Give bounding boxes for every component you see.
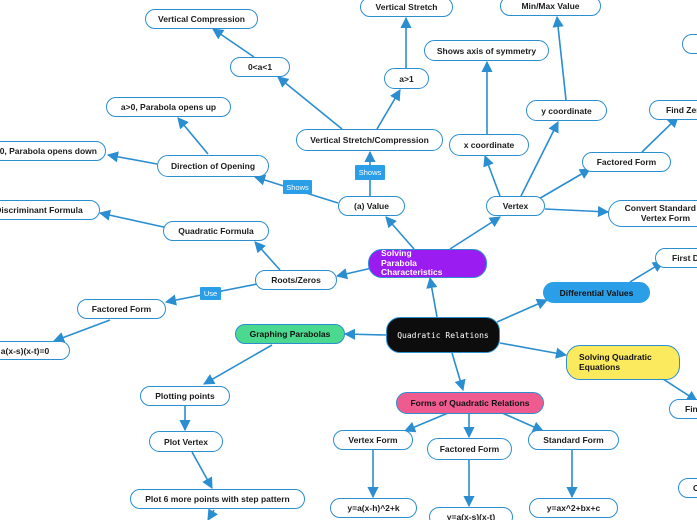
- node-direction-of-opening[interactable]: Direction of Opening: [157, 155, 269, 177]
- node-find-zeros[interactable]: Find Zeros: [649, 100, 697, 120]
- node-solving-parabola[interactable]: Solving Parabola Characteristics: [368, 248, 487, 278]
- edge-forms-vertexform: [403, 412, 449, 433]
- node-vertex-form[interactable]: Vertex Form: [333, 430, 413, 450]
- node-plotting-points[interactable]: Plotting points: [140, 386, 230, 406]
- node-plot-6-points[interactable]: Plot 6 more points with step pattern: [130, 489, 305, 509]
- edge-vertex-factored: [536, 168, 591, 201]
- node-standard-form[interactable]: Standard Form: [528, 430, 619, 450]
- node-c-right[interactable]: C: [678, 478, 697, 498]
- node-standard-equation[interactable]: y=ax^2+bx+c: [529, 498, 618, 518]
- node-y-coordinate[interactable]: y coordinate: [526, 100, 607, 121]
- node-opens-up[interactable]: a>0, Parabola opens up: [106, 97, 231, 117]
- edge-forms-standard: [499, 411, 545, 433]
- node-plot-vertex[interactable]: Plot Vertex: [149, 431, 223, 452]
- edge-factored-zero: [52, 319, 111, 343]
- node-partial-top-right[interactable]: [682, 34, 697, 54]
- node-convert-standard[interactable]: Convert Standard to Vertex Form: [608, 200, 697, 227]
- node-differential-values[interactable]: Differential Values: [543, 282, 650, 303]
- node-axis-of-symmetry[interactable]: Shows axis of symmetry: [424, 40, 549, 61]
- node-quadratic-formula[interactable]: Quadratic Formula: [163, 221, 269, 241]
- node-first-differences[interactable]: First Differences: [655, 248, 697, 268]
- tag-use: Use: [200, 287, 221, 300]
- node-opens-down[interactable]: a<0, Parabola opens down: [0, 141, 106, 161]
- edge-solving-vertex: [449, 216, 501, 250]
- node-vertex-equation[interactable]: y=a(x-h)^2+k: [330, 498, 417, 518]
- node-x-coordinate[interactable]: x coordinate: [449, 134, 529, 156]
- edge-vertex-plot6: [191, 451, 213, 489]
- edge-center-graphing: [343, 328, 387, 340]
- edge-center-solving: [426, 276, 438, 318]
- edge-graphing-plotting: [203, 344, 273, 385]
- edge-vsc-agt1: [376, 89, 401, 130]
- node-factored-zero[interactable]: a(x-s)(x-t)=0: [0, 341, 70, 360]
- node-graphing-parabolas[interactable]: Graphing Parabolas: [235, 324, 345, 344]
- node-roots-zeros[interactable]: Roots/Zeros: [255, 270, 337, 290]
- edge-vertex-ycoord: [520, 120, 559, 197]
- edge-factored-findzeros: [641, 116, 679, 153]
- node-discriminant-formula[interactable]: Discriminant Formula: [0, 200, 100, 220]
- node-vertical-compression[interactable]: Vertical Compression: [145, 9, 258, 29]
- node-vertical-stretch[interactable]: Vertical Stretch: [360, 0, 453, 17]
- node-a-value[interactable]: (a) Value: [338, 196, 405, 216]
- edge-vertex-convert: [544, 205, 610, 218]
- edge-solving-roots: [335, 267, 373, 280]
- node-vertical-stretch-compression[interactable]: Vertical Stretch/Compression: [296, 129, 443, 151]
- node-factored-form-bottom[interactable]: Factored Form: [427, 438, 512, 460]
- node-factored-equation[interactable]: y=a(x-s)(x-t): [429, 507, 513, 520]
- edge-direction-down: [106, 151, 158, 165]
- node-factored-form-right[interactable]: Factored Form: [582, 152, 671, 172]
- node-vertex[interactable]: Vertex: [486, 196, 545, 216]
- node-forms[interactable]: Forms of Quadratic Relations: [396, 392, 544, 414]
- edge-center-solving-quad: [499, 342, 568, 359]
- edge-0a1-vcomp: [212, 28, 255, 58]
- node-min-max-value[interactable]: Min/Max Value: [500, 0, 601, 16]
- edge-solving-avalue: [385, 216, 415, 250]
- node-factored-form-left[interactable]: Factored Form: [77, 299, 166, 319]
- edge-qf-disc: [98, 209, 169, 229]
- edge-direction-up: [177, 117, 209, 155]
- edge-roots-qf: [254, 241, 281, 271]
- edge-center-forms: [451, 352, 466, 392]
- node-solving-quadratic[interactable]: Solving Quadratic Equations: [566, 345, 680, 380]
- edge-plot6-down: [207, 508, 218, 520]
- node-find-right[interactable]: Find: [669, 399, 697, 419]
- edge-solvingquad-find: [662, 378, 697, 402]
- node-0-a-1[interactable]: 0<a<1: [230, 57, 290, 77]
- tag-shows-2: Shows: [355, 165, 385, 180]
- edge-center-diff: [496, 298, 549, 323]
- node-a-greater-1[interactable]: a>1: [384, 68, 429, 89]
- tag-shows-1: Shows: [283, 180, 312, 194]
- edge-vsc-0a1: [277, 76, 343, 130]
- central-topic[interactable]: Quadratic Relations: [386, 317, 500, 353]
- edge-ycoord-minmax: [552, 15, 567, 101]
- edge-vertex-xcoord: [483, 154, 501, 197]
